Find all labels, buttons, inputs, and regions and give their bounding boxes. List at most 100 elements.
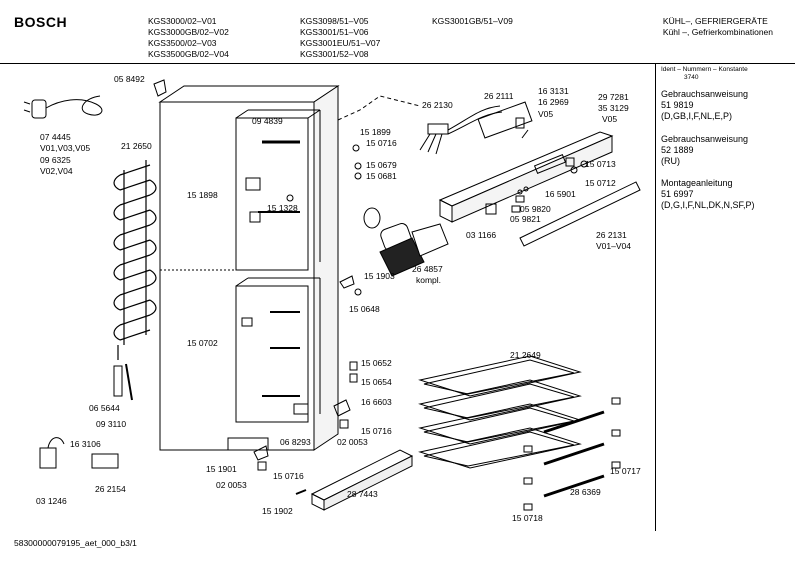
part-label: 15 0654 <box>361 377 392 387</box>
model-list-column-3: KGS3001GB/51–V09 <box>432 16 513 27</box>
wiring-dashed-line <box>337 95 421 121</box>
part-label: 21 2649 <box>510 350 541 360</box>
fitting-drawing <box>354 288 362 296</box>
part-label: 05 8492 <box>114 74 145 84</box>
part-label: 05 9820 <box>520 204 551 214</box>
ident-value: 3740 <box>684 74 699 81</box>
model-list-column-1: KGS3000/02–V01 KGS3000GB/02–V02 KGS3500/… <box>148 16 229 60</box>
part-label: 09 4839 <box>252 116 283 126</box>
part-label: V01–V04 <box>596 241 631 251</box>
door-bin-drawing <box>323 455 413 511</box>
model-list-column-2: KGS3098/51–V05 KGS3001/51–V06 KGS3001EU/… <box>300 16 380 60</box>
fitting-drawing <box>349 361 358 371</box>
part-label: 05 9821 <box>510 214 541 224</box>
part-label: 26 2111 <box>484 91 514 101</box>
part-label: 15 0718 <box>512 513 543 523</box>
part-label: 26 4857 <box>412 264 443 274</box>
part-label: 15 0716 <box>366 138 397 148</box>
document-languages: (RU) <box>661 156 680 166</box>
fitting-drawing <box>295 489 307 495</box>
condenser-coil-drawing <box>113 160 157 360</box>
model-code: KGS3001GB/51–V09 <box>432 16 513 26</box>
part-label: V05 <box>602 114 618 124</box>
model-code: KGS3000/02–V01 <box>148 16 217 26</box>
fitting-drawing <box>354 162 362 170</box>
part-label: 15 1902 <box>262 506 293 516</box>
glide-rail-drawing <box>543 442 605 466</box>
model-code: KGS3500GB/02–V04 <box>148 49 229 59</box>
category-title: KÜHL–, GEFRIERGERÄTE Kühl –, Gefrierkomb… <box>663 16 773 38</box>
part-label: 15 0716 <box>361 426 392 436</box>
rail-holder-drawing <box>611 429 621 437</box>
document-title: Gebrauchsanweisung <box>661 89 749 99</box>
sensor-drawing <box>39 363 133 469</box>
document-languages: (D,G,I,F,NL,DK,N,SF,P) <box>661 200 755 210</box>
ident-header: Ident – Nummern – Konstante <box>661 66 748 73</box>
fitting-drawing <box>565 157 575 167</box>
part-label: 15 0652 <box>361 358 392 368</box>
part-label: 15 0648 <box>349 304 380 314</box>
document-languages: (D,GB,I,F,NL,E,P) <box>661 111 733 121</box>
part-label: 26 2130 <box>422 100 453 110</box>
part-label: V05 <box>538 109 554 119</box>
fitting-drawing <box>515 195 525 203</box>
model-code: KGS3001/52–V08 <box>300 49 369 59</box>
document-title: Montageanleitung <box>661 178 733 188</box>
part-label: 15 0716 <box>273 471 304 481</box>
category-line-1: KÜHL–, GEFRIERGERÄTE <box>662 16 768 26</box>
part-label: 16 5901 <box>545 189 576 199</box>
part-label: 21 2650 <box>121 141 152 151</box>
wire-shelf-drawing <box>418 355 582 469</box>
part-label: kompl. <box>416 275 442 285</box>
part-label: V01,V03,V05 <box>40 143 91 153</box>
glide-rail-drawing <box>543 474 605 498</box>
part-label: 09 6325 <box>40 155 71 165</box>
part-label: 15 1903 <box>364 271 395 281</box>
fitting-drawing <box>253 445 269 461</box>
part-label: 26 2131 <box>596 230 627 240</box>
part-label: 15 0712 <box>585 178 616 188</box>
trim-strip-drawing <box>519 181 641 247</box>
part-label: 03 1166 <box>466 230 497 240</box>
rail-holder-drawing <box>523 445 533 453</box>
sidebar-divider <box>655 63 656 531</box>
category-line-2: Kühl –, Gefrierkombinationen <box>662 27 773 37</box>
header-divider <box>0 63 795 64</box>
part-label: 35 3129 <box>598 103 629 113</box>
glide-rail-drawing <box>543 410 605 434</box>
fitting-drawing <box>511 205 521 213</box>
fitting-drawing <box>339 275 355 289</box>
fitting-drawing <box>333 399 351 417</box>
model-code: KGS3000GB/02–V02 <box>148 27 229 37</box>
model-code: KGS3001EU/51–V07 <box>300 38 381 48</box>
fitting-drawing <box>352 144 360 152</box>
document-number: 52 1889 <box>661 145 694 155</box>
fitting-drawing <box>257 461 267 471</box>
part-label: 16 3106 <box>70 439 101 449</box>
part-label: 03 1246 <box>36 496 67 506</box>
rail-holder-drawing <box>523 503 533 511</box>
part-label: 28 7443 <box>347 489 378 499</box>
part-label: 28 6369 <box>570 487 601 497</box>
model-code: KGS3001/51–V06 <box>300 27 369 37</box>
rail-holder-drawing <box>611 461 621 469</box>
document-code: 58300000079195_aet_000_b3/1 <box>14 538 137 548</box>
clip-drawing <box>153 79 167 97</box>
part-label: 15 1328 <box>267 203 298 213</box>
rail-holder-drawing <box>611 397 621 405</box>
document-title: Gebrauchsanweisung <box>661 134 749 144</box>
part-label: 15 1898 <box>187 190 218 200</box>
rail-holder-drawing <box>523 477 533 485</box>
brand-logo: BOSCH <box>14 14 68 30</box>
model-code: KGS3500/02–V03 <box>148 38 217 48</box>
lamp-assembly-drawing <box>363 207 449 277</box>
part-label: 02 0053 <box>337 437 368 447</box>
fitting-drawing <box>293 403 309 415</box>
fitting-drawing <box>339 419 349 429</box>
part-label: 29 7281 <box>598 92 629 102</box>
part-label: 06 8293 <box>280 437 311 447</box>
part-label: 15 0713 <box>585 159 616 169</box>
cabinet-drawing <box>158 85 340 451</box>
